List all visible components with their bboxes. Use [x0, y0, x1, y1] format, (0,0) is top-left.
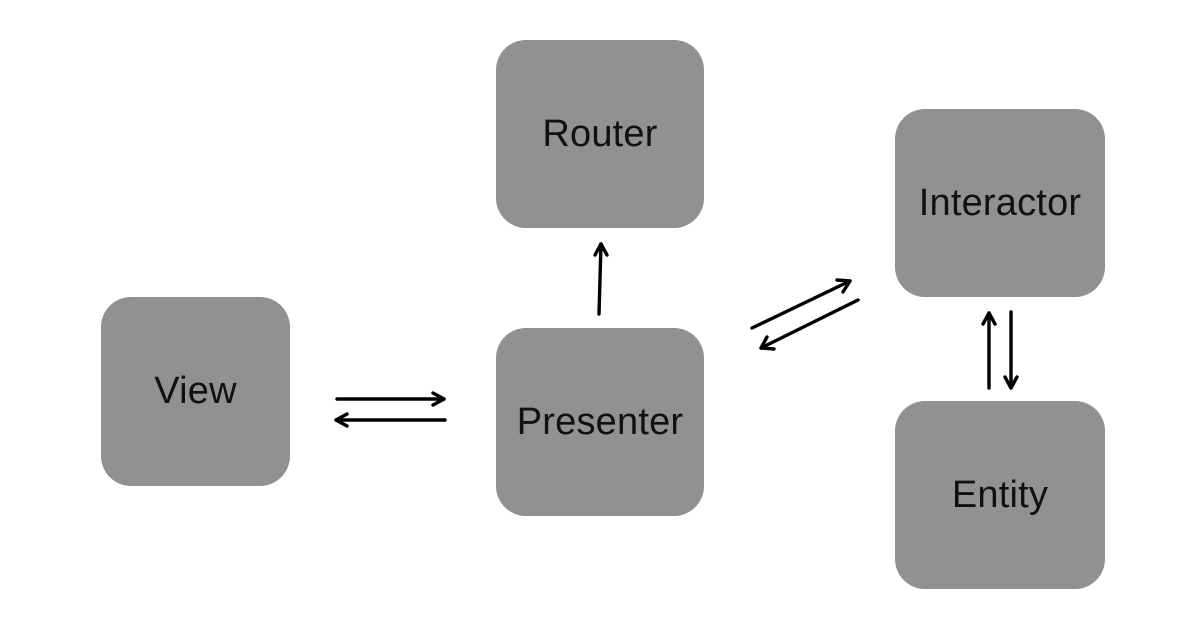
arrow-interactor-to-presenter	[759, 298, 860, 351]
view-label: View	[154, 370, 237, 412]
entity-node: Entity	[895, 401, 1105, 589]
entity-label: Entity	[951, 473, 1049, 516]
arrow-presenter-to-router	[593, 242, 609, 316]
router-label: Router	[542, 112, 658, 155]
router-node: Router	[496, 40, 704, 228]
arrow-interactor-to-entity	[1003, 310, 1019, 390]
interactor-label: Interactor	[918, 181, 1082, 224]
arrow-view-to-presenter	[335, 391, 446, 407]
presenter-label: Presenter	[516, 400, 684, 443]
presenter-node: Presenter	[496, 328, 704, 516]
arrow-presenter-to-interactor	[750, 278, 852, 330]
view-node: View	[101, 297, 290, 486]
arrow-entity-to-interactor	[981, 311, 997, 390]
arrow-presenter-to-view	[334, 412, 447, 428]
interactor-node: Interactor	[895, 109, 1105, 297]
